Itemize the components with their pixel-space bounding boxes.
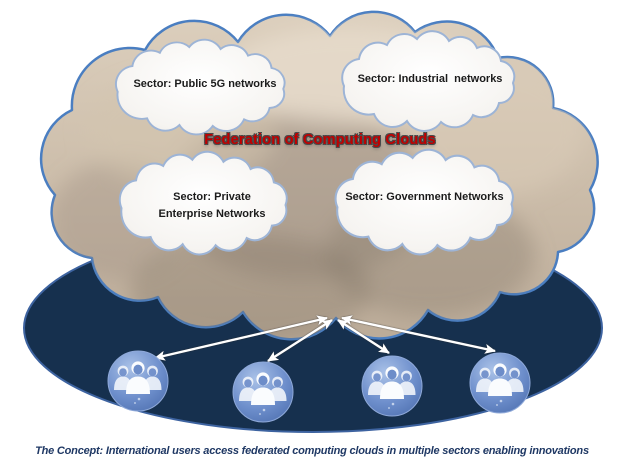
cloud-to-users-arrows xyxy=(154,315,496,363)
sector-label-private-enterprise: Sector: Private Enterprise Networks xyxy=(158,191,266,220)
sector-label-industrial: Sector: Industrial networks xyxy=(357,73,503,85)
sector-label-government: Sector: Government Networks xyxy=(345,191,504,203)
sector-label-public-5g: Sector: Public 5G networks xyxy=(133,78,277,90)
double-headed-arrow-icon-4 xyxy=(341,315,496,354)
users-group-icon-4 xyxy=(469,352,531,414)
users-group-icon-3 xyxy=(361,355,423,417)
concept-caption: The Concept: International users access … xyxy=(35,445,589,457)
federation-title: Federation of Computing Clouds xyxy=(204,132,436,148)
double-headed-arrow-icon-2 xyxy=(267,318,333,363)
users-group-icon-2 xyxy=(232,361,294,423)
users-group-icon-1 xyxy=(107,350,169,412)
